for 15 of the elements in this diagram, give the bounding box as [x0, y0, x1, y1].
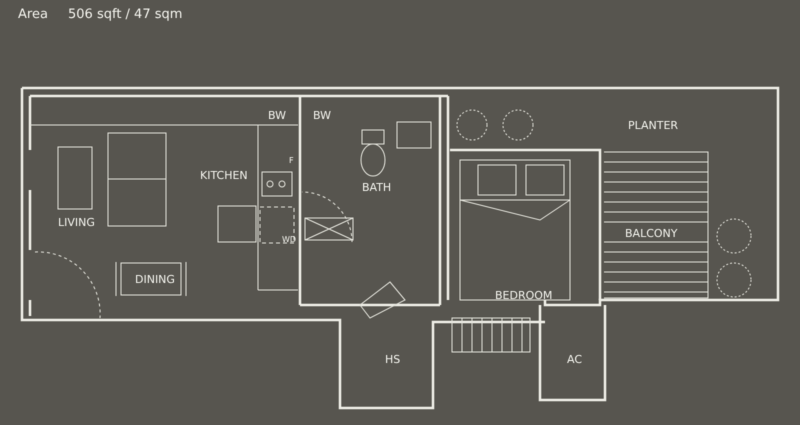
room-label: PLANTER: [628, 120, 678, 131]
room-label: BEDROOM: [495, 290, 552, 301]
room-label: DINING: [135, 274, 175, 285]
room-label: BW: [268, 110, 286, 121]
room-label: AC: [567, 354, 582, 365]
room-label: HS: [385, 354, 400, 365]
room-label: LIVING: [58, 217, 95, 228]
fixture-label: WD: [282, 236, 296, 244]
room-label: BW: [313, 110, 332, 121]
room-label: KITCHEN: [200, 170, 248, 181]
fixture-label: F: [289, 157, 294, 165]
room-label: BATH: [362, 182, 392, 193]
room-label: BALCONY: [625, 228, 678, 239]
area-label: Area: [18, 8, 48, 21]
area-value: 506 sqft / 47 sqm: [68, 8, 182, 21]
